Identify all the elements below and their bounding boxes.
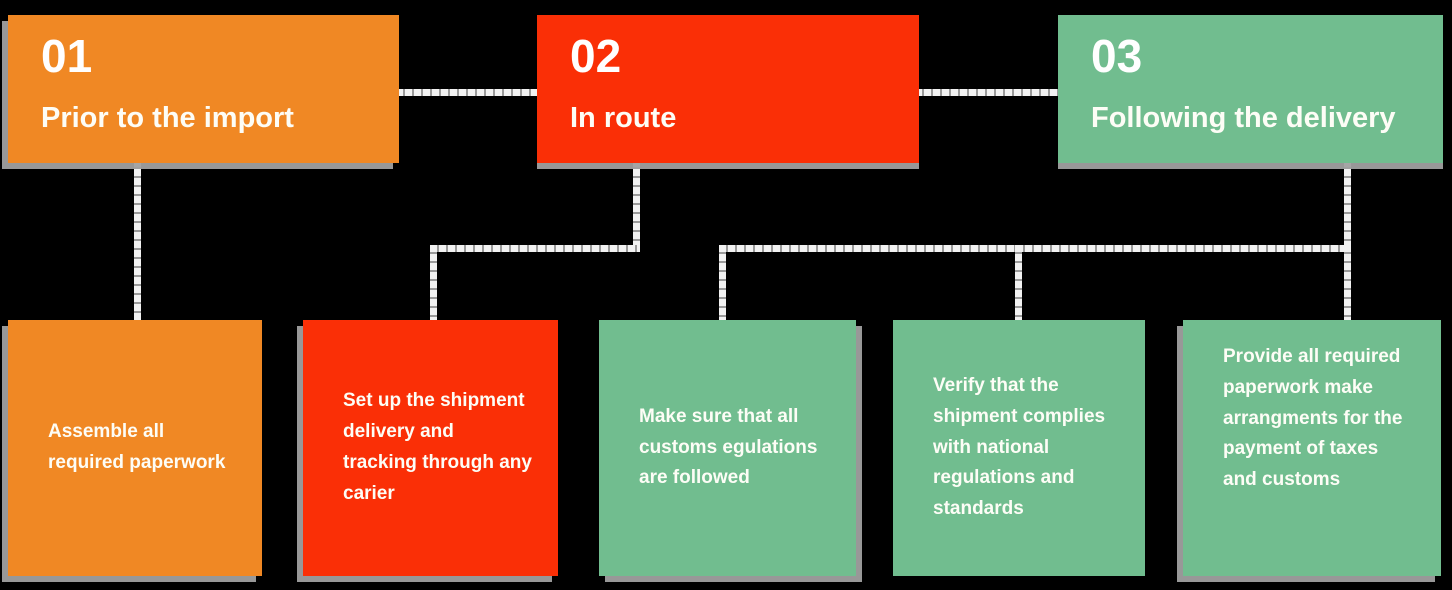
phase-01-number: 01 [41,30,93,82]
connector-phase01-to-phase02 [396,89,541,96]
task-card-1-text: Assemble all required paperwork [48,421,226,473]
task-card-3-text: Make sure that all customs egulations ar… [639,405,818,489]
phase-card-02[interactable]: 02 In route [537,15,919,163]
phase-03-number: 03 [1091,30,1143,82]
phase-03-title: Following the delivery [1091,102,1396,134]
connector-phase02-to-phase03 [915,89,1062,96]
phase-card-03[interactable]: 03 Following the delivery [1058,15,1443,163]
phase-02-number: 02 [570,30,622,82]
connector-phase02-bus [430,245,640,252]
task-card-5-text: Provide all required paperwork make arra… [1223,346,1403,491]
connector-phase03-to-task4 [1015,245,1022,322]
phase-02-title: In route [570,102,677,134]
phase-card-01-content: 01 Prior to the import [8,15,399,163]
task-card-2[interactable]: Set up the shipment delivery and trackin… [303,320,558,576]
phase-card-01[interactable]: 01 Prior to the import [8,15,399,163]
connector-phase03-to-task5 [1344,245,1351,322]
connector-phase01-to-task1 [134,160,141,322]
phase-card-03-content: 03 Following the delivery [1058,15,1443,163]
connector-phase03-to-task3 [719,245,726,322]
task-card-3[interactable]: Make sure that all customs egulations ar… [599,320,856,576]
task-card-5[interactable]: Provide all required paperwork make arra… [1183,320,1441,576]
phase-card-02-content: 02 In route [537,15,919,163]
connector-phase02-to-task2 [430,245,437,322]
task-card-1[interactable]: Assemble all required paperwork [8,320,262,576]
task-card-4[interactable]: Verify that the shipment complies with n… [893,320,1145,576]
connector-phase02-drop [633,160,640,252]
task-card-2-text: Set up the shipment delivery and trackin… [343,390,532,504]
phase-01-title: Prior to the import [41,102,294,134]
task-card-4-text: Verify that the shipment complies with n… [933,375,1106,520]
connector-phase03-bus [719,245,1351,252]
connector-phase03-drop [1344,160,1351,252]
